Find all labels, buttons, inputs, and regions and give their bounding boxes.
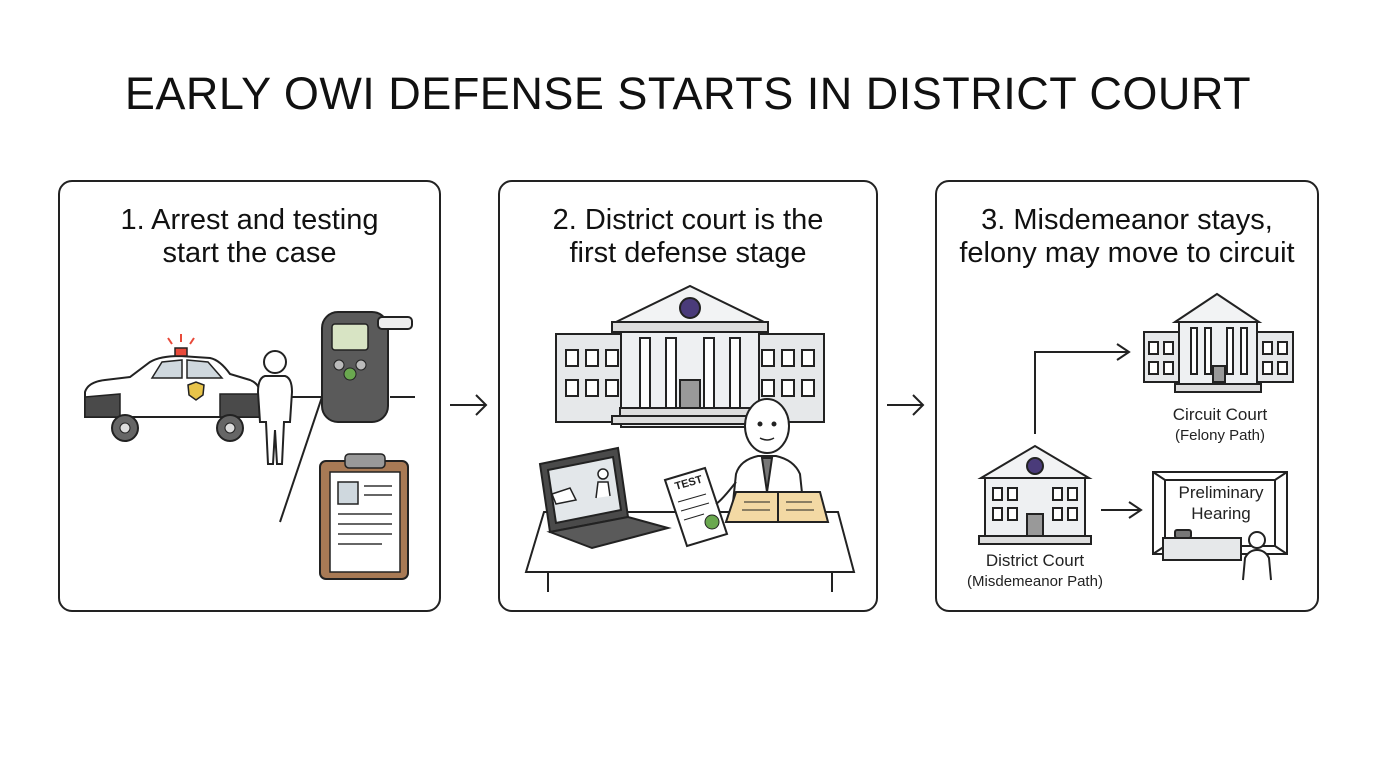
panel-3-illustration — [977, 292, 1294, 581]
arrow-right-icon — [887, 394, 925, 416]
preliminary-hearing-label: Preliminary Hearing — [1159, 482, 1283, 524]
district-court-path: (Misdemeanor Path) — [967, 573, 1103, 590]
panel-2-title: 2. District court is the first defense s… — [500, 204, 876, 270]
felony-path-arrow-icon — [1034, 343, 1131, 434]
circuit-court-name: Circuit Court — [1172, 405, 1268, 424]
hearing-arrow-icon — [1101, 501, 1143, 519]
courthouse-icon — [555, 284, 825, 428]
circuit-court-label: Circuit Court (Felony Path) — [1145, 404, 1295, 446]
panel-district-court: 2. District court is the first defense s… — [498, 180, 878, 612]
arrow-right-icon — [450, 394, 488, 416]
panel-1-title: 1. Arrest and testing start the case — [60, 204, 439, 270]
panel-2-title-line-2: first defense stage — [569, 237, 807, 269]
police-car-icon — [84, 334, 261, 442]
panel-3-title: 3. Misdemeanor stays, felony may move to… — [937, 204, 1317, 270]
panel-3-title-line-1: 3. Misdemeanor stays, — [981, 204, 1273, 236]
circuit-court-path: (Felony Path) — [1174, 427, 1266, 444]
breathalyzer-icon — [321, 311, 413, 423]
circuit-courthouse-icon — [1143, 292, 1294, 393]
panel-3-title-line-2: felony may move to circuit — [959, 237, 1295, 269]
panel-2-title-line-1: 2. District court is the — [552, 204, 824, 236]
book-icon — [724, 491, 830, 523]
person-icon — [256, 350, 294, 465]
district-courthouse-icon — [977, 444, 1093, 545]
panel-arrest-testing: 1. Arrest and testing start the case — [58, 180, 441, 612]
panel-1-title-line-2: start the case — [162, 237, 337, 269]
district-court-name: District Court — [985, 551, 1085, 570]
road-line-icon — [279, 396, 323, 523]
panel-1-illustration — [84, 311, 415, 580]
diagram-title: EARLY OWI DEFENSE STARTS IN DISTRICT COU… — [124, 68, 1252, 119]
document-icon: TEST — [663, 466, 729, 548]
panel-misdemeanor-felony: 3. Misdemeanor stays, felony may move to… — [935, 180, 1319, 612]
district-court-label: District Court (Misdemeanor Path) — [945, 550, 1125, 592]
laptop-icon — [538, 446, 672, 550]
preliminary-hearing-line-1: Preliminary — [1178, 483, 1264, 502]
hearing-room-icon — [1152, 471, 1288, 581]
clipboard-icon — [319, 453, 409, 580]
preliminary-hearing-line-2: Hearing — [1191, 504, 1251, 523]
panel-1-title-line-1: 1. Arrest and testing — [120, 204, 379, 236]
panel-2-illustration: TEST — [524, 284, 856, 592]
